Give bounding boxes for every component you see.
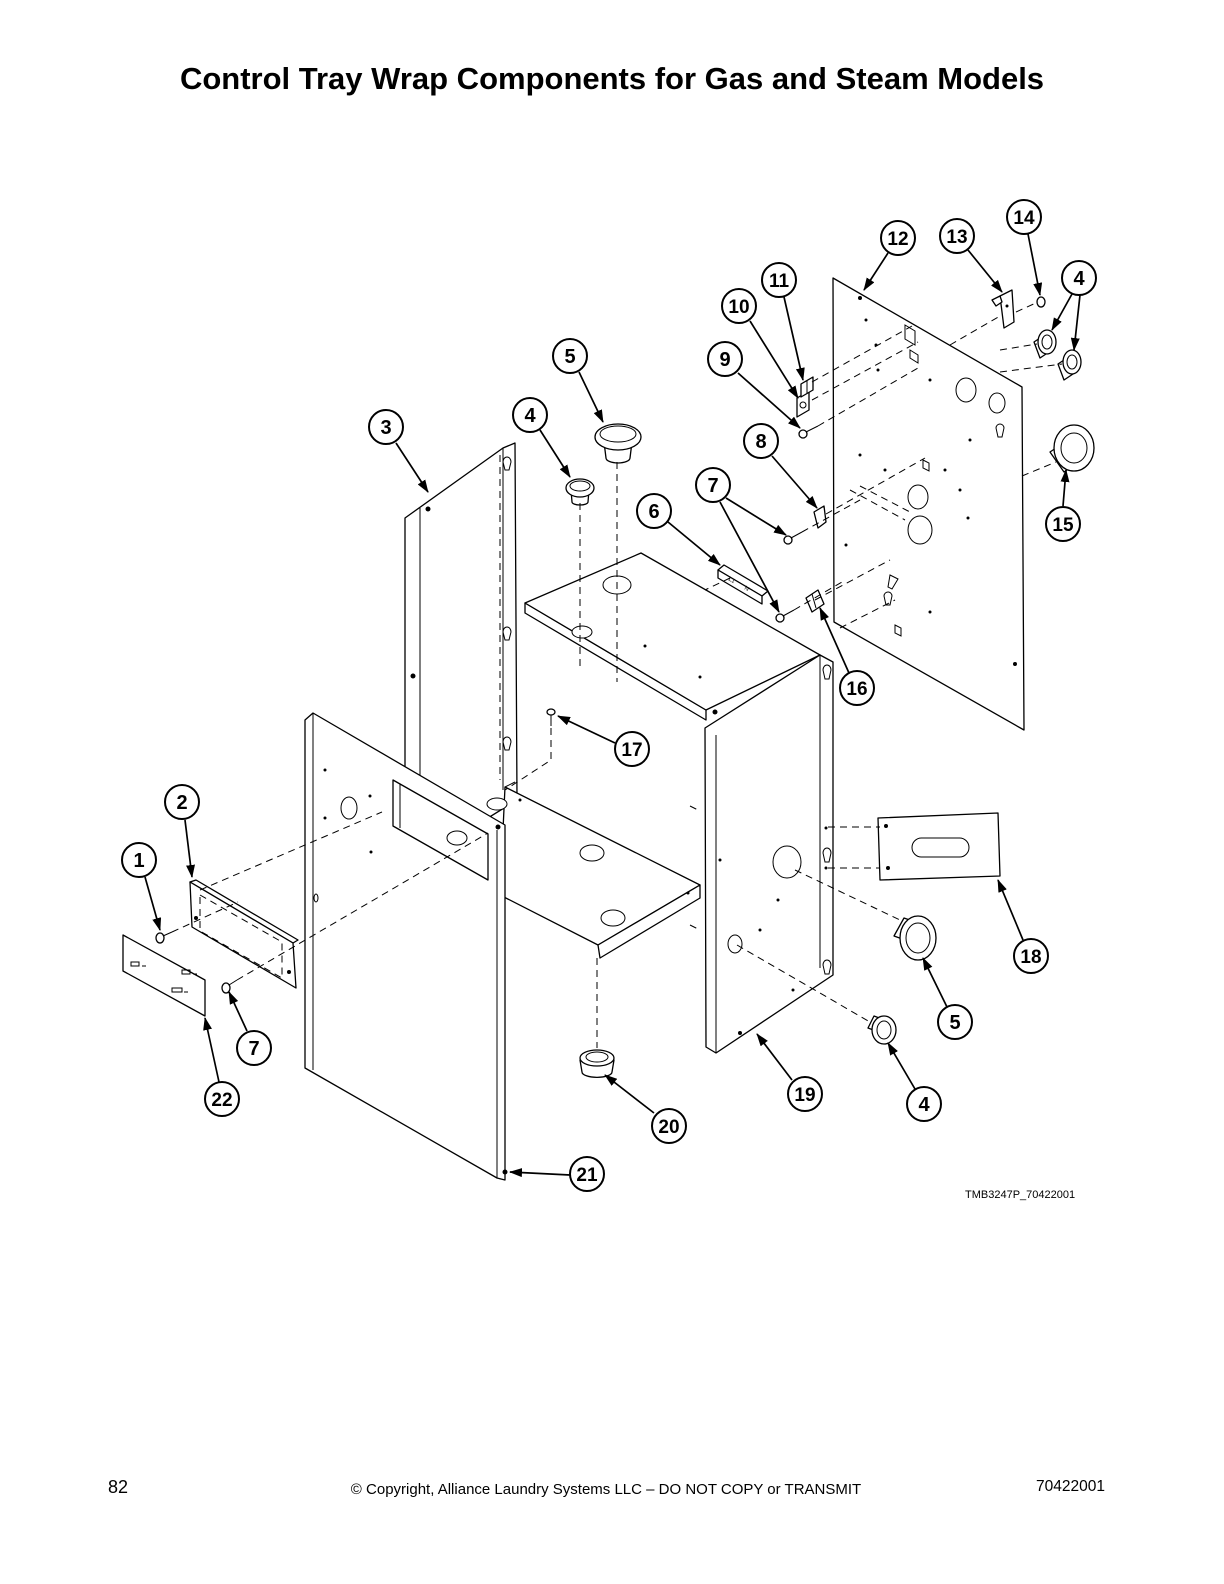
callout-7-b: 7 — [236, 1030, 272, 1066]
drawing-id: TMB3247P_70422001 — [965, 1189, 1075, 1201]
callout-label: 2 — [176, 792, 187, 814]
callout-label: 17 — [621, 740, 642, 761]
callout-11: 11 — [761, 262, 797, 298]
callout-label: 10 — [728, 297, 749, 318]
part-19-side-panel — [704, 654, 834, 1054]
part-14-nut — [1036, 296, 1046, 308]
part-13-bracket — [991, 289, 1015, 329]
callout-label: 8 — [755, 431, 766, 453]
callout-label: 19 — [794, 1085, 815, 1106]
part-3-side-panel — [404, 442, 518, 861]
callout-label: 4 — [918, 1094, 930, 1116]
screw-9 — [798, 425, 819, 439]
callout-16: 16 — [839, 670, 875, 706]
callout-label: 11 — [769, 271, 790, 292]
screw-7-upper-b — [775, 609, 795, 623]
terminal-label-l1: L1 — [727, 577, 736, 586]
callout-15: 15 — [1045, 506, 1081, 542]
callout-label: 20 — [658, 1117, 679, 1138]
document-number: 70422001 — [1036, 1478, 1105, 1495]
grommet-5-upper — [594, 423, 642, 464]
page-title: Control Tray Wrap Components for Gas and… — [179, 61, 1045, 96]
part-22-label — [122, 934, 206, 1017]
middle-shelf — [499, 781, 701, 959]
callout-18: 18 — [1013, 938, 1049, 974]
page-number: 82 — [108, 1477, 129, 1497]
callout-label: 22 — [211, 1090, 232, 1111]
callout-label: 7 — [707, 475, 718, 497]
grommet-4-right-a — [1033, 329, 1057, 359]
callout-label: 15 — [1052, 515, 1074, 536]
grommet-5-lower — [893, 915, 937, 961]
callout-label: 6 — [648, 501, 659, 523]
callout-label: 5 — [564, 346, 575, 368]
callout-3: 3 — [368, 409, 404, 445]
grommet-4-right-b — [1057, 349, 1082, 381]
callout-17: 17 — [614, 731, 650, 767]
callout-label: 4 — [1073, 268, 1085, 290]
callout-9: 9 — [707, 341, 743, 377]
callout-19: 19 — [787, 1076, 823, 1112]
callout-label: 13 — [946, 227, 967, 248]
callout-label: 7 — [248, 1038, 259, 1060]
assembly-lines — [171, 301, 1063, 1048]
callout-label: 9 — [719, 349, 730, 371]
part-12-control-plate — [832, 277, 1025, 731]
part-2-bracket — [189, 879, 299, 989]
callout-2: 2 — [164, 784, 200, 820]
callout-22: 22 — [204, 1081, 240, 1117]
grommet-4-upper — [565, 478, 595, 506]
front-panel — [304, 712, 508, 1181]
part-8-clip — [813, 505, 827, 529]
callout-label: 21 — [576, 1165, 598, 1186]
callout-label: 4 — [524, 405, 536, 427]
callout-13: 13 — [939, 218, 975, 254]
callout-5-b: 5 — [937, 1004, 973, 1040]
terminal-label-n: N — [743, 586, 750, 593]
callout-4-b: 4 — [1061, 260, 1097, 296]
callout-label: 18 — [1020, 947, 1041, 968]
callout-20: 20 — [651, 1108, 687, 1144]
callout-5-a: 5 — [552, 338, 588, 374]
screw-1 — [155, 931, 173, 944]
part-11-fuse — [800, 376, 814, 398]
callout-label: 14 — [1013, 208, 1035, 229]
grommet-4-lower — [867, 1015, 897, 1045]
callout-label: 1 — [133, 850, 144, 872]
screw-7-lower — [221, 979, 238, 994]
callout-14: 14 — [1006, 199, 1042, 235]
grommet-15 — [1049, 424, 1095, 473]
callout-label: 16 — [846, 679, 867, 700]
copyright-notice: © Copyright, Alliance Laundry Systems LL… — [350, 1481, 862, 1498]
callout-label: 12 — [887, 229, 908, 250]
screw-7-upper-a — [783, 531, 803, 545]
callout-7-a: 7 — [695, 467, 731, 503]
callout-6: 6 — [636, 493, 672, 529]
callout-label: 3 — [380, 417, 391, 439]
screw-17 — [546, 708, 556, 726]
callout-1: 1 — [121, 842, 157, 878]
part-18-cover-plate — [877, 812, 1001, 881]
callout-arrows — [144, 233, 1081, 1178]
callout-10: 10 — [721, 288, 757, 324]
callout-4-c: 4 — [906, 1086, 942, 1122]
callout-8: 8 — [743, 423, 779, 459]
callout-label: 5 — [949, 1012, 960, 1034]
callout-4-a: 4 — [512, 397, 548, 433]
grommet-20 — [579, 1049, 615, 1078]
callout-21: 21 — [569, 1156, 605, 1192]
callout-12: 12 — [880, 220, 916, 256]
part-6-terminal-strip: L1 N — [717, 564, 769, 605]
